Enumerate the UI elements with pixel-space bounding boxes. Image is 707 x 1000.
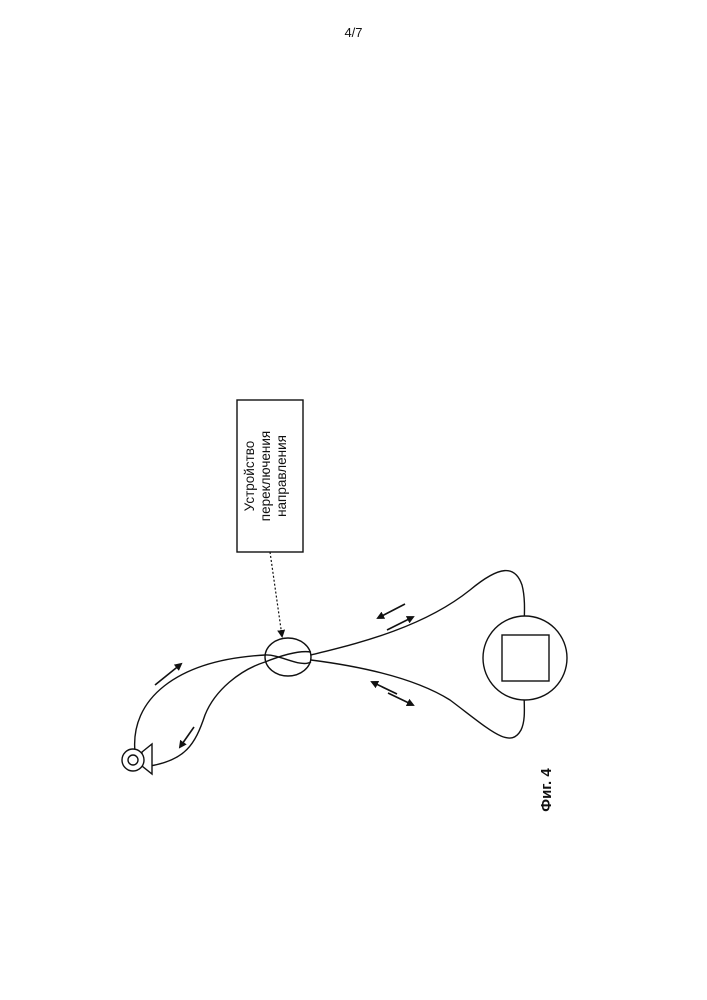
direction-switch-icon bbox=[265, 638, 311, 676]
light-source-icon bbox=[122, 744, 152, 774]
switch-label-line-1: Устройство bbox=[242, 441, 257, 512]
figure-caption: Фиг. 4 bbox=[538, 768, 555, 812]
sensor-coil-icon bbox=[483, 616, 567, 700]
arrow-lower-left bbox=[372, 682, 397, 694]
switch-label-box: Устройство переключения направления bbox=[237, 400, 303, 552]
arrow-forward-upper bbox=[155, 664, 181, 685]
arrow-lower-right bbox=[388, 693, 413, 705]
leader-dotted-arrow bbox=[270, 552, 282, 636]
switch-label-line-3: направления bbox=[274, 435, 289, 517]
arrow-upper-left bbox=[378, 604, 405, 618]
switch-label-line-2: переключения bbox=[258, 431, 273, 521]
